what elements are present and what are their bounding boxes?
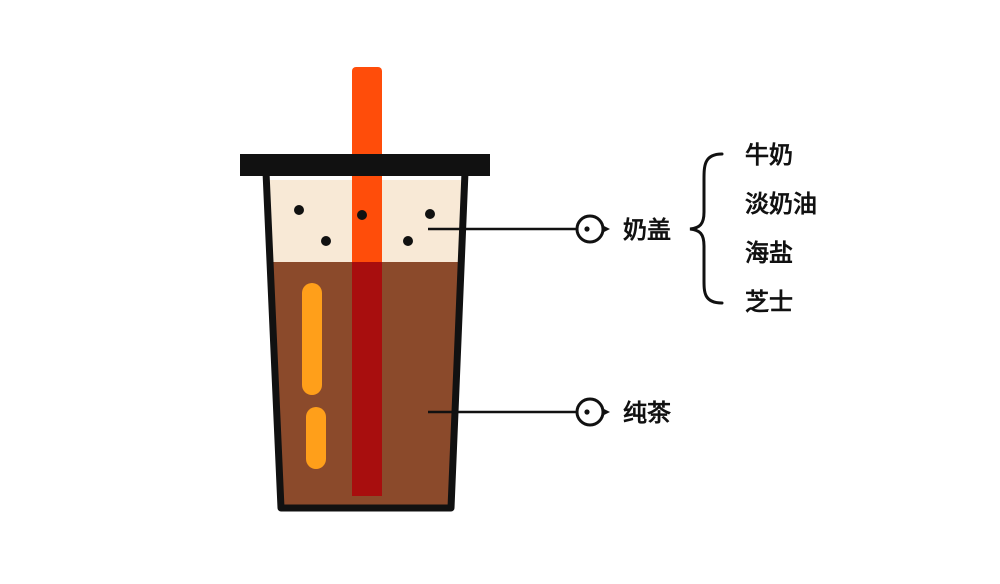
ingredient-item: 淡奶油	[745, 190, 817, 218]
foam-cap-label: 奶盖	[623, 216, 671, 244]
ingredient-item: 牛奶	[745, 141, 793, 169]
ice-cube-lower	[306, 407, 326, 469]
bird-eye-pointer-icon	[577, 216, 610, 242]
straw-in-tea	[352, 262, 382, 496]
ingredient-item: 海盐	[745, 239, 793, 267]
pearl-dot	[294, 205, 304, 215]
bird-eye-pointer-icon	[577, 399, 610, 425]
ingredient-item: 芝士	[745, 288, 793, 316]
pearl-dot	[357, 210, 367, 220]
ingredient-brace	[690, 154, 722, 303]
pearl-dot	[403, 236, 413, 246]
cup-lid	[240, 154, 490, 176]
straw-top	[352, 67, 382, 162]
straw-in-foam	[352, 170, 382, 262]
ice-cube-upper	[302, 283, 322, 395]
pearl-dot	[425, 209, 435, 219]
pearl-dot	[321, 236, 331, 246]
pure-tea-label: 纯茶	[623, 399, 672, 427]
